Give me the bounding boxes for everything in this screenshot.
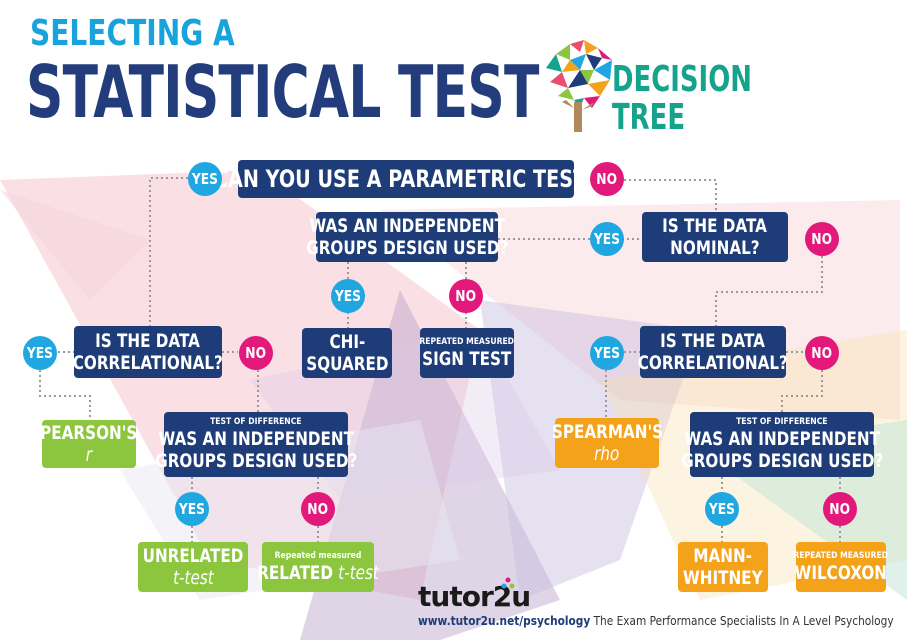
node-nominal: IS THE DATA NOMINAL? — [642, 212, 788, 262]
result-wilcoxon: REPEATED MEASURED WILCOXON — [793, 542, 889, 592]
brand-sparkle-icon — [501, 577, 515, 589]
result-spearman-label: SPEARMAN'S — [551, 421, 663, 443]
result-chi-squared-line2: SQUARED — [305, 353, 389, 375]
result-mann-line1: MANN- — [693, 545, 753, 567]
node-difference-left-note: TEST OF DIFFERENCE — [210, 417, 302, 427]
result-unrelated-t: t-test — [172, 567, 214, 589]
tree-logo-icon — [546, 40, 612, 132]
result-unrelated-t-test: UNRELATED t-test — [138, 542, 248, 592]
result-related-t: t-test — [338, 561, 379, 584]
yes-badge-diff-right: YES — [705, 492, 739, 526]
no-badge-parametric: NO — [590, 162, 624, 196]
no-badge-corr-right: NO — [805, 336, 839, 370]
node-difference-left-line1: WAS AN INDEPENDENT — [158, 428, 354, 450]
result-related-t-test: Repeated measured RELATED t-test — [257, 542, 379, 592]
title-line2: STATISTICAL TEST — [26, 50, 539, 134]
result-spearman-symbol: rho — [594, 443, 620, 465]
node-parametric-text: CAN YOU USE A PARAMETRIC TEST? — [214, 165, 598, 193]
result-pearson-symbol: r — [85, 444, 93, 466]
result-unrelated-label: UNRELATED — [142, 545, 244, 567]
no-badge-indep-top: NO — [449, 279, 483, 313]
node-difference-left: TEST OF DIFFERENCE WAS AN INDEPENDENT GR… — [155, 412, 357, 477]
result-related-note: Repeated measured — [274, 550, 362, 561]
node-parametric: CAN YOU USE A PARAMETRIC TEST? — [214, 160, 598, 198]
no-badge-diff-right: NO — [823, 492, 857, 526]
node-nominal-line1: IS THE DATA — [662, 215, 768, 237]
node-correlational-right-line2: CORRELATIONAL? — [637, 352, 789, 374]
yes-badge-nominal: YES — [590, 222, 624, 256]
node-independent-groups-top: WAS AN INDEPENDENT GROUPS DESIGN USED? — [306, 212, 508, 262]
result-pearson: PEARSON'S r — [40, 420, 138, 468]
result-pearson-label: PEARSON'S — [40, 422, 138, 444]
node-independent-groups-top-line1: WAS AN INDEPENDENT — [309, 215, 505, 237]
result-related-label: RELATED — [257, 561, 333, 584]
result-related-row: RELATED t-test — [257, 562, 379, 584]
node-correlational-left: IS THE DATA CORRELATIONAL? — [72, 326, 224, 378]
result-sign-test: REPEATED MEASURED SIGN TEST — [420, 328, 514, 378]
result-wilcoxon-label: WILCOXON — [794, 561, 888, 584]
yes-badge-parametric: YES — [188, 162, 222, 196]
result-spearman: SPEARMAN'S rho — [551, 418, 663, 468]
yes-badge-diff-left: YES — [175, 492, 209, 526]
node-correlational-right-line1: IS THE DATA — [660, 330, 766, 352]
no-badge-diff-left: NO — [301, 492, 335, 526]
node-correlational-right: IS THE DATA CORRELATIONAL? — [637, 326, 789, 378]
node-difference-right: TEST OF DIFFERENCE WAS AN INDEPENDENT GR… — [681, 412, 883, 477]
node-correlational-left-line2: CORRELATIONAL? — [72, 352, 224, 374]
node-independent-groups-top-line2: GROUPS DESIGN USED? — [305, 237, 509, 259]
result-wilcoxon-note: REPEATED MEASURED — [793, 550, 889, 561]
node-difference-right-note: TEST OF DIFFERENCE — [736, 417, 828, 427]
result-sign-test-label: SIGN TEST — [422, 347, 512, 370]
node-nominal-line2: NOMINAL? — [670, 237, 760, 259]
no-badge-corr-left: NO — [239, 336, 273, 370]
yes-badge-corr-left: YES — [23, 336, 57, 370]
yes-badge-corr-right: YES — [590, 336, 624, 370]
result-mann-line2: WHITNEY — [683, 567, 763, 589]
title-line4: TREE — [612, 97, 686, 138]
yes-badge-indep-top: YES — [331, 279, 365, 313]
node-correlational-left-line1: IS THE DATA — [95, 330, 201, 352]
result-chi-squared-line1: CHI- — [329, 331, 365, 353]
footer-tagline: The Exam Performance Specialists In A Le… — [590, 614, 894, 628]
result-chi-squared: CHI- SQUARED — [302, 328, 392, 378]
result-sign-test-note: REPEATED MEASURED — [419, 336, 515, 347]
node-difference-left-line2: GROUPS DESIGN USED? — [154, 450, 358, 472]
no-badge-nominal: NO — [805, 222, 839, 256]
title-line1: SELECTING A — [30, 13, 235, 54]
footer-url[interactable]: www.tutor2u.net/psychology — [418, 614, 591, 628]
node-difference-right-line1: WAS AN INDEPENDENT — [684, 428, 880, 450]
result-mann-whitney: MANN- WHITNEY — [678, 542, 768, 592]
node-difference-right-line2: GROUPS DESIGN USED? — [680, 450, 884, 472]
title-line3: DECISION — [612, 59, 752, 100]
footer-text: www.tutor2u.net/psychology The Exam Perf… — [418, 614, 894, 628]
